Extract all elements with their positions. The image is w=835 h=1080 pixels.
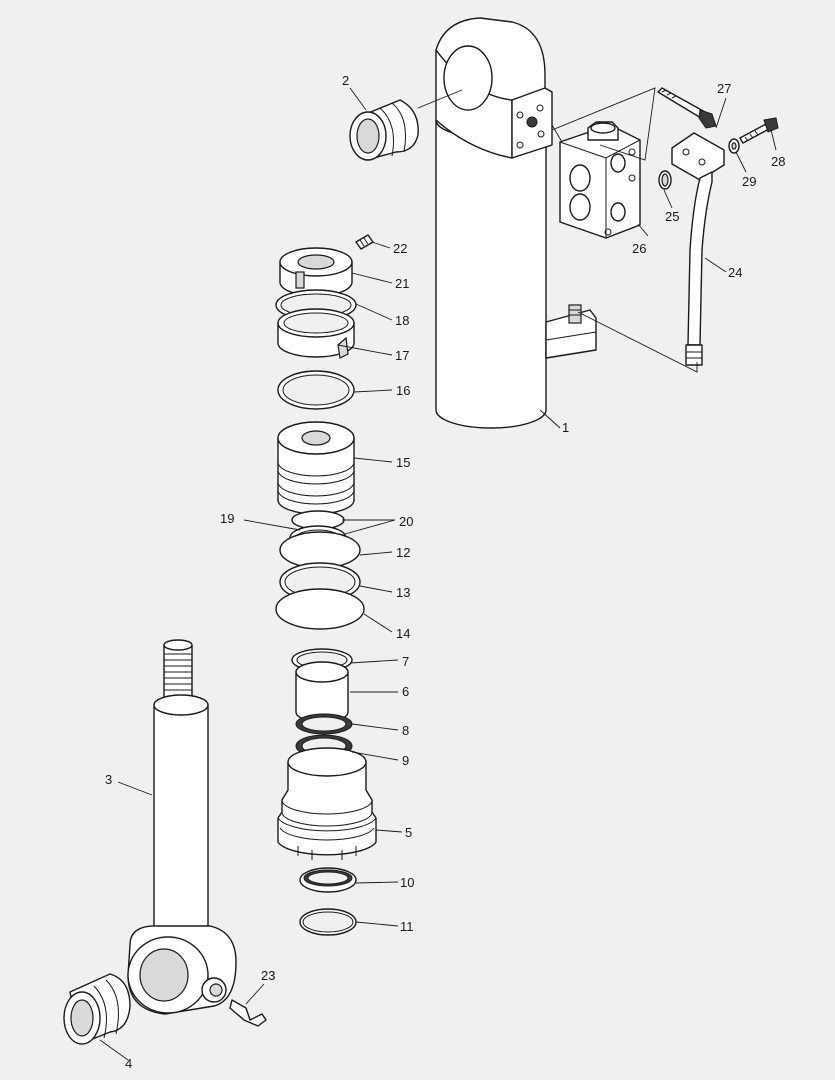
callout-29: 29 <box>742 174 756 189</box>
part-22-set-screw <box>355 234 374 250</box>
part-21-gland-nut <box>279 247 353 297</box>
part-25-o-ring <box>658 170 672 190</box>
part-28-bolt <box>739 117 779 144</box>
leader-lines <box>99 87 777 1061</box>
part-17-wear-ring <box>277 308 355 359</box>
callout-5: 5 <box>405 825 412 840</box>
callout-28: 28 <box>771 154 785 169</box>
callout-10: 10 <box>400 875 414 890</box>
callout-13: 13 <box>396 585 410 600</box>
callout-15: 15 <box>396 455 410 470</box>
cylinder-top-clevis <box>435 17 553 159</box>
callout-17: 17 <box>395 348 409 363</box>
callout-8: 8 <box>402 723 409 738</box>
callout-2: 2 <box>342 73 349 88</box>
callout-25: 25 <box>665 209 679 224</box>
part-11-ring <box>299 908 357 936</box>
part-27-bolt <box>657 87 717 129</box>
part-26-valve-block <box>559 121 641 239</box>
callout-3: 3 <box>105 772 112 787</box>
part-8-ring <box>295 713 353 735</box>
callout-4: 4 <box>125 1056 132 1071</box>
part-3-piston-rod <box>153 639 209 946</box>
part-29-washer <box>728 138 740 154</box>
callout-26: 26 <box>632 241 646 256</box>
part-24-hose-pipe <box>671 132 725 366</box>
callout-24: 24 <box>728 265 742 280</box>
callout-7: 7 <box>402 654 409 669</box>
part-6-sleeve <box>295 661 349 723</box>
part-16-o-ring <box>277 370 355 410</box>
callout-21: 21 <box>395 276 409 291</box>
part-5-cylinder-head <box>277 747 377 860</box>
callout-1: 1 <box>562 420 569 435</box>
callout-9: 9 <box>402 753 409 768</box>
callout-16: 16 <box>396 383 410 398</box>
callout-19: 19 <box>220 511 234 526</box>
callout-22: 22 <box>393 241 407 256</box>
callout-11: 11 <box>400 919 414 934</box>
callout-23: 23 <box>261 968 275 983</box>
part-23-grease-nipple <box>229 999 267 1027</box>
part-15-piston <box>277 421 355 515</box>
part-4-bushing <box>63 973 131 1045</box>
callout-14: 14 <box>396 626 410 641</box>
part-10-ring <box>299 867 357 893</box>
part-14-backup-ring <box>275 588 365 630</box>
callout-18: 18 <box>395 313 409 328</box>
callout-20: 20 <box>399 514 413 529</box>
callout-27: 27 <box>717 81 731 96</box>
part-3-rod-eye <box>127 925 237 1015</box>
callout-12: 12 <box>396 545 410 560</box>
part-2-bushing <box>349 99 419 161</box>
callout-labels: 1 2 3 4 5 6 7 8 9 10 11 12 13 14 15 16 1… <box>105 73 785 1071</box>
callout-6: 6 <box>402 684 409 699</box>
